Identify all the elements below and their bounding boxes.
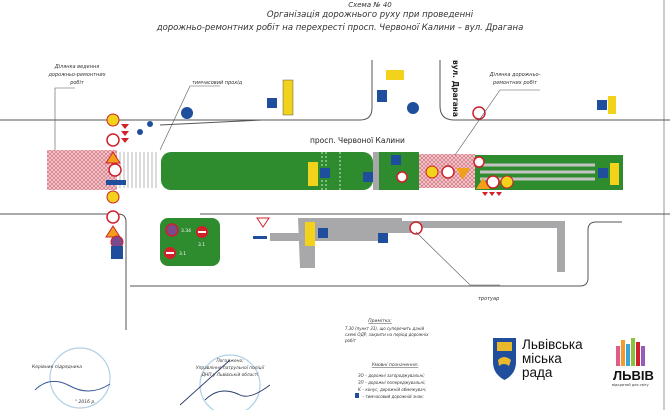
council-line: міська (522, 351, 562, 366)
give-way-lane-sign-icon (363, 172, 373, 182)
detour-lanes (298, 218, 565, 272)
lane-stripes (480, 163, 595, 181)
lane-end-sign-icon (377, 90, 387, 102)
give-way-lane-sign-icon (378, 233, 388, 243)
city-council-name: Львівська міська рада (522, 338, 583, 380)
box-label: 3.1 (179, 251, 186, 257)
signature-right-title: Управління патрульної поліції (196, 365, 265, 371)
temporary-sign-icon (305, 222, 315, 246)
no-turn-sign-icon (396, 171, 408, 183)
cone-icon (137, 129, 143, 135)
lane-end-sign-icon (320, 168, 330, 178)
road-green-1 (161, 152, 373, 190)
street-name-main: просп. Червоної Калини (310, 136, 405, 145)
warning-light-icon (500, 175, 514, 189)
legend-item: ЗП – дорожні попереджувальні; (358, 380, 426, 385)
warning-light-icon (425, 165, 439, 179)
note-text: схемі ОДР, закрити на період дорожніх (345, 332, 429, 337)
no-traffic-sign-icon (106, 133, 120, 147)
signature-right (179, 359, 271, 406)
council-line: рада (522, 365, 553, 380)
box-label: 3.34 (181, 228, 191, 234)
temporary-sign-icon (608, 96, 616, 114)
chevron-barrier-icon (121, 124, 129, 143)
callout-temp-passage: тимчасовий прохід (192, 80, 243, 86)
stamp-right (199, 354, 261, 410)
city-brand: ЛЬВІВ (613, 368, 654, 383)
street-name-side: вул. Драгана (451, 60, 460, 117)
no-turn-sign-icon (409, 221, 423, 235)
no-stopping-sign-icon (165, 223, 179, 237)
lane-end-sign-icon (598, 168, 608, 178)
signature-left-title: Керівник підрядника (32, 364, 82, 370)
green-legend-box: 3.34 3.1 3.1 (160, 218, 220, 266)
no-turn-sign-icon (472, 106, 486, 120)
lane-direction-sign-icon (111, 246, 123, 259)
scheme-number: Схема № 40 (348, 1, 392, 9)
roadworks-sign-icon (476, 178, 490, 189)
road-edges (0, 60, 670, 330)
temporary-sign-icon (308, 162, 318, 186)
pedestrian-route-sign-icon (407, 102, 419, 114)
callout-work-zone-left: робіт (69, 80, 85, 86)
callout-work-zone-left: Ділянка ведення (54, 64, 100, 70)
lane-end-sign-icon (597, 100, 607, 110)
callout-work-zone-right: ремонтних робіт (492, 80, 538, 86)
signature-left-date: " 2016 р. (75, 399, 96, 405)
note-text: робіт (344, 338, 357, 343)
work-zone-left (47, 150, 117, 190)
note-title: Примітка: (368, 318, 392, 324)
title-line-2: дорожньо-ремонтних робіт на перехресті п… (156, 23, 524, 33)
lane-end-sign-icon (318, 228, 328, 238)
no-traffic-sign-icon (441, 165, 455, 179)
legend-item: – тимчасовий дорожній знак; (362, 394, 425, 399)
lane-end-sign-icon (267, 98, 277, 108)
callout-sidewalk: тротуар (478, 296, 499, 302)
city-tagline: відкритий для світу (612, 383, 649, 387)
title-line-1: Організація дорожнього руху при проведен… (267, 10, 474, 20)
lviv-coat-of-arms-icon (493, 338, 516, 380)
middle-signs (253, 70, 486, 246)
lviv-brand-icon (616, 338, 645, 366)
no-turn-sign-icon (473, 156, 485, 168)
temporary-sign-icon (610, 163, 619, 185)
no-traffic-sign-icon (106, 210, 120, 224)
lane-divider (373, 152, 379, 190)
stamp-left (49, 347, 111, 409)
note-text: Т.30 (пункт 33), що суперечить даній (345, 326, 424, 331)
chevron-barrier-icon (482, 192, 502, 196)
box-label: 3.1 (198, 242, 205, 248)
temporary-sign-icon (386, 70, 404, 80)
left-signs (105, 79, 294, 259)
callout-work-zone-left: дорожньо-ремонтних (47, 72, 105, 78)
warning-light-icon (106, 190, 120, 204)
roadworks-sign-icon (105, 225, 121, 238)
warning-light-icon (106, 113, 120, 127)
no-turn-sign-icon (108, 163, 122, 177)
detour-arrow-sign-icon (106, 180, 126, 185)
give-way-lane-sign-icon (391, 155, 401, 165)
temporary-sign-legend-icon (355, 393, 359, 398)
temporary-sign-icon (282, 79, 294, 116)
legend-item: К – конус, дорожній обмежувач; (358, 387, 427, 392)
legend-title: Умовні позначення: (372, 362, 419, 368)
signature-right-title: ДНП у Львівській області (201, 372, 259, 378)
legend-item: ЗО – дорожні загороджувальні; (358, 373, 425, 378)
signature-right-title: Погоджено: (216, 358, 244, 364)
pedestrian-route-sign-icon (181, 107, 193, 119)
no-traffic-sign-icon (486, 175, 500, 189)
council-line: Львівська (522, 337, 583, 352)
yield-sign-icon (256, 217, 270, 228)
roadworks-sign-icon (105, 151, 121, 164)
right-work-signs (425, 96, 619, 196)
callout-work-zone-right: Ділянка дорожньо- (489, 72, 541, 78)
cone-icon (147, 121, 153, 127)
signature-left (34, 380, 111, 392)
roadworks-sign-icon (456, 168, 470, 180)
